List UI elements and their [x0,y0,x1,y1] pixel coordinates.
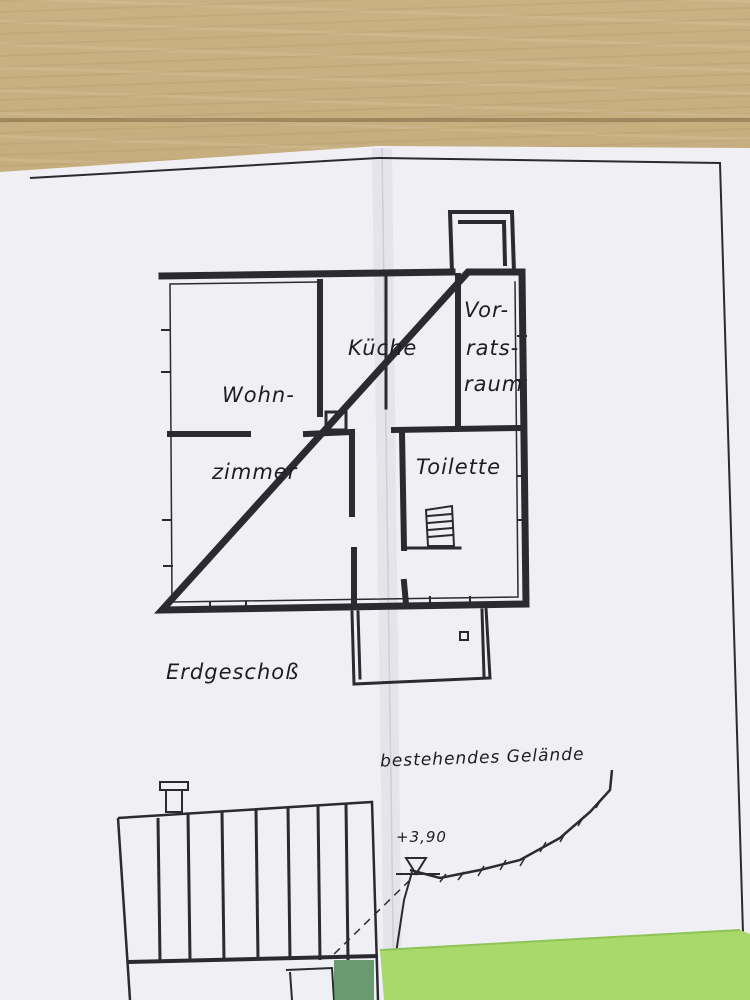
elevation-triangle [404,857,428,876]
outer-wall-inner-line [169,281,519,603]
window-marks [161,329,528,611]
label-floor: Erdgeschoß [166,660,300,684]
label-kitchen: Küche [348,336,418,360]
outer-wall [153,268,530,614]
porch-post [459,631,469,641]
label-pantry-3: raum [464,372,524,396]
lower-wall [285,966,335,1000]
wall-living-horizontal-2 [302,428,356,438]
roof-rafters [156,803,350,961]
roof-outline [116,800,380,1000]
floor-plan [153,210,530,686]
porch-outline [350,606,492,686]
dashed-grade-line [329,879,411,959]
section-drawing [116,769,614,1000]
green-card [380,930,750,1000]
label-living-2: zimmer [212,460,298,484]
label-toilet: Toilette [416,455,502,479]
stair-symbol [424,504,456,547]
chimney-box [447,210,517,275]
floor-slab [127,954,379,964]
chimney-stack [165,789,183,813]
terrain-line [409,769,614,880]
paper-fold-line [381,147,395,1000]
label-living-1: Wohn- [222,383,295,407]
terrain-hatching [439,797,603,883]
table-board-seam [0,118,750,122]
label-pantry-2: rats- [466,336,520,360]
sheet-frame-line [29,156,746,1000]
label-pantry-1: Vor- [464,298,510,322]
label-elevation: +3,90 [396,828,447,846]
paper-fold-shadow [372,148,402,1000]
wall-toilet-left [398,428,408,552]
flue-box [324,410,348,432]
green-hatch [334,960,374,1000]
wooden-table-background [0,0,750,170]
wall-pantry-bottom [390,424,522,434]
green-card-edge [379,929,741,951]
wall-toilet-low [400,578,410,608]
